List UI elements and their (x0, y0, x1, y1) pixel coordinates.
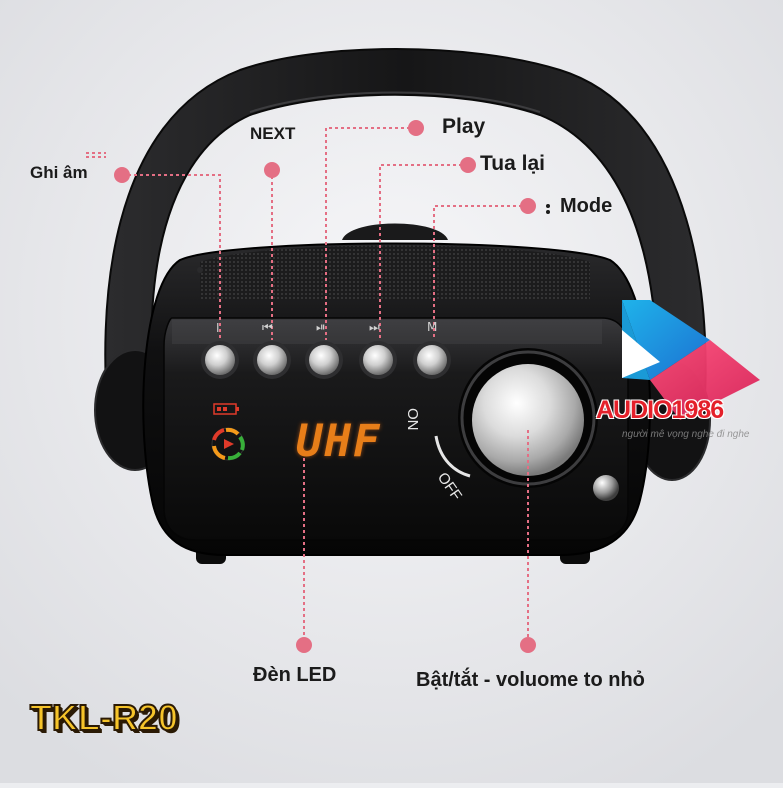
label-rewind: Tua lại (480, 152, 545, 175)
label-play: Play (442, 115, 486, 138)
speaker-grille (200, 245, 590, 300)
button-next[interactable] (253, 341, 291, 379)
battery-icon (213, 403, 239, 415)
brand-slogan: người mê vọng nghe đi nghe (622, 429, 750, 440)
volume-knob[interactable] (472, 364, 584, 476)
model-name: TKL-R20 (29, 697, 179, 738)
button-rewind[interactable] (359, 341, 397, 379)
switch-arc (434, 435, 471, 478)
metal-ball (593, 475, 619, 501)
callout-lines (86, 127, 529, 640)
play-triangle-logo (622, 300, 760, 420)
label-next: NEXT (250, 124, 296, 143)
mic-hole (197, 267, 203, 273)
brand-name: AUDIO1986 (596, 396, 724, 424)
callout-dots (114, 120, 536, 653)
top-bump (342, 223, 448, 240)
lcd-display: UHF (296, 416, 382, 467)
button-play[interactable] (305, 341, 343, 379)
label-led: Đèn LED (253, 664, 337, 686)
signal-meter-icon (211, 427, 245, 461)
next-glyph: ⏮ (262, 320, 273, 334)
mode-glyph: M (427, 320, 438, 334)
play-glyph: ⏯ (316, 320, 326, 334)
switch-on-label: ON (404, 408, 421, 431)
label-record: Ghi âm (30, 163, 88, 182)
record-glyph: I (216, 321, 220, 335)
panel-reflection (172, 320, 602, 344)
button-record[interactable] (201, 341, 239, 379)
rewind-glyph: ⏭ (369, 320, 380, 334)
button-mode[interactable] (413, 341, 451, 379)
label-power-volume: Bật/tắt - voluome to nhỏ (416, 669, 645, 691)
label-mode: Mode (560, 195, 613, 217)
